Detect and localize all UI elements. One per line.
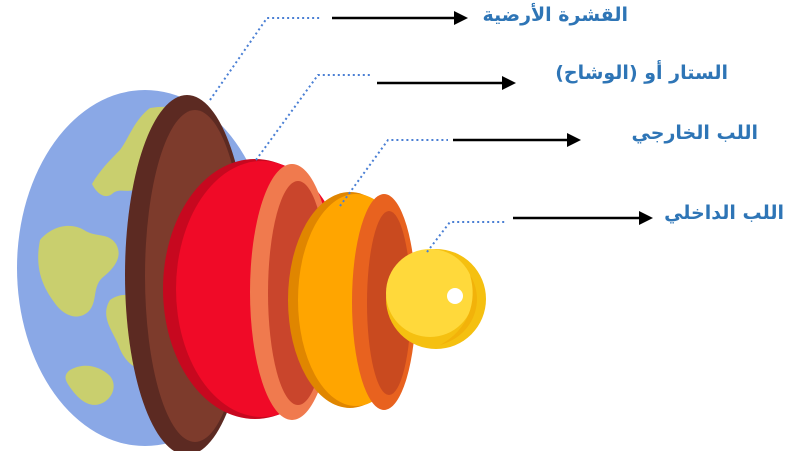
- label-mantle: الستار أو (الوشاح): [555, 64, 728, 83]
- label-inner-core: اللب الداخلي: [664, 204, 784, 223]
- leader-inner-core: [427, 222, 506, 252]
- pointer-arrows: [332, 11, 653, 225]
- label-crust: القشرة الأرضية: [482, 6, 628, 25]
- label-outer-core: اللب الخارجي: [632, 124, 758, 143]
- inner-core-layer: [386, 249, 486, 349]
- leader-mantle: [256, 75, 372, 160]
- leader-crust: [210, 18, 322, 100]
